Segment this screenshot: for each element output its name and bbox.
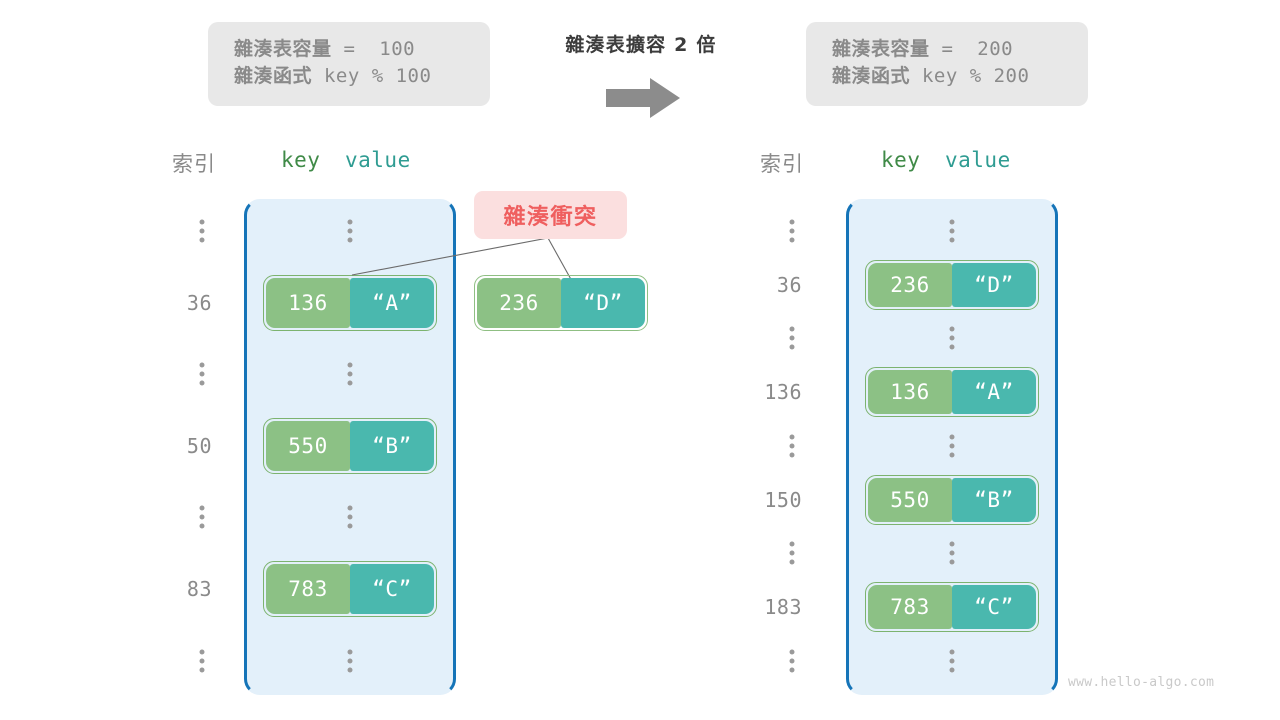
hash-entry: 136“A” <box>865 367 1039 418</box>
index-label: 83 <box>186 577 212 601</box>
index-ellipsis-icon <box>789 434 795 458</box>
right-key-header: key <box>881 148 921 172</box>
index-ellipsis-icon <box>199 649 205 673</box>
index-label: 183 <box>764 594 802 619</box>
hash-entry: 236“D” <box>865 259 1039 310</box>
entry-value: “B” <box>350 420 434 471</box>
left-hashfunc-value: key % 100 <box>312 64 432 87</box>
right-column-headers: 索引 key value <box>600 148 1100 178</box>
hash-entry: 783“C” <box>865 581 1039 632</box>
entry-value: “A” <box>350 277 434 328</box>
index-ellipsis-icon <box>789 541 795 565</box>
collision-overflow-value: “D” <box>561 278 645 328</box>
entry-key: 783 <box>868 584 952 629</box>
index-label: 36 <box>186 290 212 315</box>
left-index-header: 索引 <box>172 152 216 176</box>
bucket-ellipsis-icon <box>949 219 955 243</box>
entry-value: “A” <box>952 370 1036 415</box>
entry-key: 550 <box>868 477 952 522</box>
entry-key: 550 <box>266 420 350 471</box>
left-capacity-label: 雜湊表容量 <box>234 38 332 60</box>
index-ellipsis-icon <box>199 505 205 529</box>
bucket-ellipsis-icon <box>347 219 353 243</box>
collision-overflow-key: 236 <box>477 278 561 328</box>
right-hash-config-box: 雜湊表容量 = 200 雜湊函式 key % 200 <box>806 22 1088 106</box>
left-column-headers: 索引 key value <box>0 148 480 178</box>
entry-value: “B” <box>952 477 1036 522</box>
right-hashfunc-line: 雜湊函式 key % 200 <box>832 63 1062 90</box>
bucket-ellipsis-icon <box>949 326 955 350</box>
right-capacity-value: = 200 <box>929 38 1014 60</box>
entry-key: 236 <box>868 262 952 307</box>
entry-value: “C” <box>952 584 1036 629</box>
index-label: 36 <box>776 272 802 297</box>
watermark: www.hello-algo.com <box>1068 675 1215 690</box>
left-key-header: key <box>281 148 321 172</box>
right-capacity-label: 雜湊表容量 <box>832 38 930 60</box>
left-hash-config-box: 雜湊表容量 = 100 雜湊函式 key % 100 <box>208 22 490 106</box>
right-value-header: value <box>945 148 1011 172</box>
left-capacity-value: = 100 <box>331 38 416 60</box>
bucket-ellipsis-icon <box>949 434 955 458</box>
left-value-header: value <box>345 148 411 172</box>
bucket-ellipsis-icon <box>347 649 353 673</box>
entry-value: “D” <box>952 262 1036 307</box>
index-label: 50 <box>186 433 212 458</box>
right-capacity-line: 雜湊表容量 = 200 <box>832 36 1062 63</box>
hash-entry: 136“A” <box>263 274 437 331</box>
arrow-right-icon <box>606 78 680 118</box>
expand-title: 雜湊表擴容 2 倍 <box>565 34 717 56</box>
left-hashfunc-line: 雜湊函式 key % 100 <box>234 63 464 90</box>
left-hashfunc-label: 雜湊函式 <box>234 64 313 87</box>
index-label: 150 <box>764 487 802 512</box>
entry-key: 136 <box>868 370 952 415</box>
index-ellipsis-icon <box>199 219 205 243</box>
collision-label: 雜湊衝突 <box>503 205 598 230</box>
right-hashfunc-label: 雜湊函式 <box>832 64 911 87</box>
hash-entry: 550“B” <box>865 474 1039 525</box>
hash-entry: 550“B” <box>263 417 437 474</box>
index-ellipsis-icon <box>789 219 795 243</box>
entry-key: 136 <box>266 277 350 328</box>
entry-key: 783 <box>266 564 350 614</box>
bucket-ellipsis-icon <box>347 362 353 386</box>
right-hashfunc-value: key % 200 <box>910 64 1030 87</box>
index-label: 136 <box>764 380 802 405</box>
collision-overflow-entry: 236 “D” <box>474 275 648 331</box>
bucket-ellipsis-icon <box>949 541 955 565</box>
bucket-ellipsis-icon <box>347 505 353 529</box>
bucket-ellipsis-icon <box>949 649 955 673</box>
hash-entry: 783“C” <box>263 561 437 617</box>
collision-badge: 雜湊衝突 <box>474 191 627 239</box>
left-capacity-line: 雜湊表容量 = 100 <box>234 36 464 63</box>
right-index-header: 索引 <box>760 152 804 176</box>
entry-value: “C” <box>350 564 434 614</box>
index-ellipsis-icon <box>789 326 795 350</box>
index-ellipsis-icon <box>789 649 795 673</box>
index-ellipsis-icon <box>199 362 205 386</box>
